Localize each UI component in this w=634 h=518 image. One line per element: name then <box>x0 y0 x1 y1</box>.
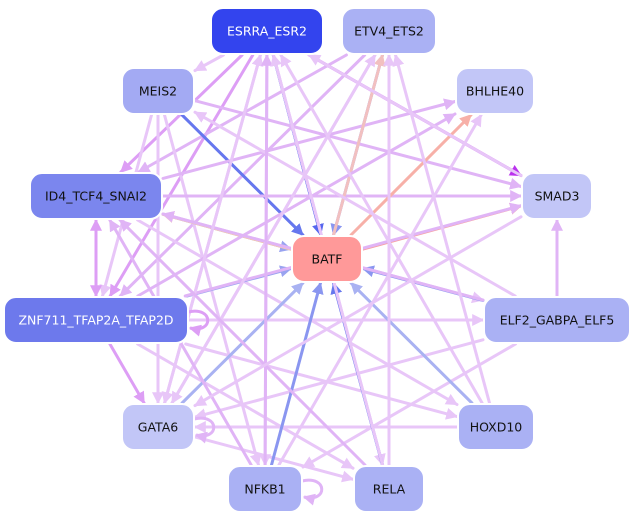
edge-id4_tcf4_snai2-to-hoxd10 <box>136 218 459 406</box>
self-loop-gata6 <box>193 416 216 444</box>
edge-nfkb1-to-bhlhe40 <box>277 113 483 467</box>
node-hoxd10[interactable]: HOXD10 <box>457 403 535 451</box>
node-box <box>457 403 535 451</box>
node-label: ELF2_GABPA_ELF5 <box>500 313 615 328</box>
node-box <box>353 465 425 513</box>
node-label: ETV4_ETS2 <box>354 24 424 39</box>
edge-znf711_tfap2a_tfap2d-to-bhlhe40 <box>136 112 457 298</box>
node-meis2[interactable]: MEIS2 <box>121 67 195 115</box>
edge-gata6-to-etv4_ets2 <box>170 53 377 405</box>
edge-hoxd10-to-esrra_esr2 <box>279 53 484 405</box>
node-id4-tcf4-snai2[interactable]: ID4_TCF4_SNAI2 <box>29 172 163 220</box>
edge-nfkb1-to-batf <box>270 281 324 467</box>
node-box <box>455 67 535 115</box>
edge-batf-to-bhlhe40 <box>349 113 473 237</box>
node-label: ESRRA_ESR2 <box>227 24 307 39</box>
edge-smad3-to-esrra_esr2 <box>307 53 523 177</box>
node-box <box>121 403 195 451</box>
node-box <box>3 296 189 344</box>
node-label: SMAD3 <box>535 189 580 204</box>
node-smad3[interactable]: SMAD3 <box>521 172 593 220</box>
node-box <box>210 7 324 55</box>
edge-rela-to-id4_tcf4_snai2 <box>118 218 367 467</box>
node-box <box>521 172 593 220</box>
node-box <box>483 296 631 344</box>
node-znf711-tfap2a-tfap2d[interactable]: ZNF711_TFAP2A_TFAP2D <box>3 296 189 344</box>
edge-batf-to-etv4_ets2 <box>332 53 386 237</box>
node-label: BHLHE40 <box>466 84 524 99</box>
self-loop-nfkb1 <box>301 478 324 506</box>
node-label: ID4_TCF4_SNAI2 <box>45 189 147 204</box>
edge-hoxd10-to-batf <box>349 281 474 405</box>
node-bhlhe40[interactable]: BHLHE40 <box>455 67 535 115</box>
edge-smad3-to-gata6 <box>193 215 523 408</box>
self-loop-znf711_tfap2a_tfap2d <box>187 309 210 337</box>
edge-nfkb1-to-esrra_esr2 <box>260 53 273 467</box>
node-label: HOXD10 <box>470 420 523 435</box>
edge-layer <box>90 53 563 506</box>
node-gata6[interactable]: GATA6 <box>121 403 195 451</box>
node-etv4-ets2[interactable]: ETV4_ETS2 <box>341 7 437 55</box>
node-label: BATF <box>312 252 343 267</box>
node-esrra-esr2[interactable]: ESRRA_ESR2 <box>210 7 324 55</box>
node-box <box>227 465 303 513</box>
node-layer: ESRRA_ESR2 ETV4_ETS2 MEIS2 BHLHE40 ID4_T… <box>3 7 631 513</box>
node-label: RELA <box>373 482 406 497</box>
edge-id4_tcf4_snai2-to-bhlhe40 <box>161 98 457 180</box>
edge-esrra_esr2-to-meis2 <box>193 53 225 73</box>
node-rela[interactable]: RELA <box>353 465 425 513</box>
node-label: NFKB1 <box>244 482 285 497</box>
node-box <box>121 67 195 115</box>
edge-znf711_tfap2a_tfap2d-to-gata6 <box>108 342 146 405</box>
node-box <box>341 7 437 55</box>
node-label: ZNF711_TFAP2A_TFAP2D <box>18 313 173 328</box>
node-box <box>29 172 163 220</box>
node-batf[interactable]: BATF <box>291 235 363 283</box>
node-label: GATA6 <box>138 420 178 435</box>
node-nfkb1[interactable]: NFKB1 <box>227 465 303 513</box>
edge-elf2_gabpa_elf5-to-gata6 <box>193 338 485 421</box>
node-elf2-gabpa-elf5[interactable]: ELF2_GABPA_ELF5 <box>483 296 631 344</box>
edge-elf2_gabpa_elf5-to-meis2 <box>193 110 517 298</box>
edge-znf711_tfap2a_tfap2d-to-rela <box>136 342 355 470</box>
node-label: MEIS2 <box>139 84 177 99</box>
node-box <box>291 235 363 283</box>
